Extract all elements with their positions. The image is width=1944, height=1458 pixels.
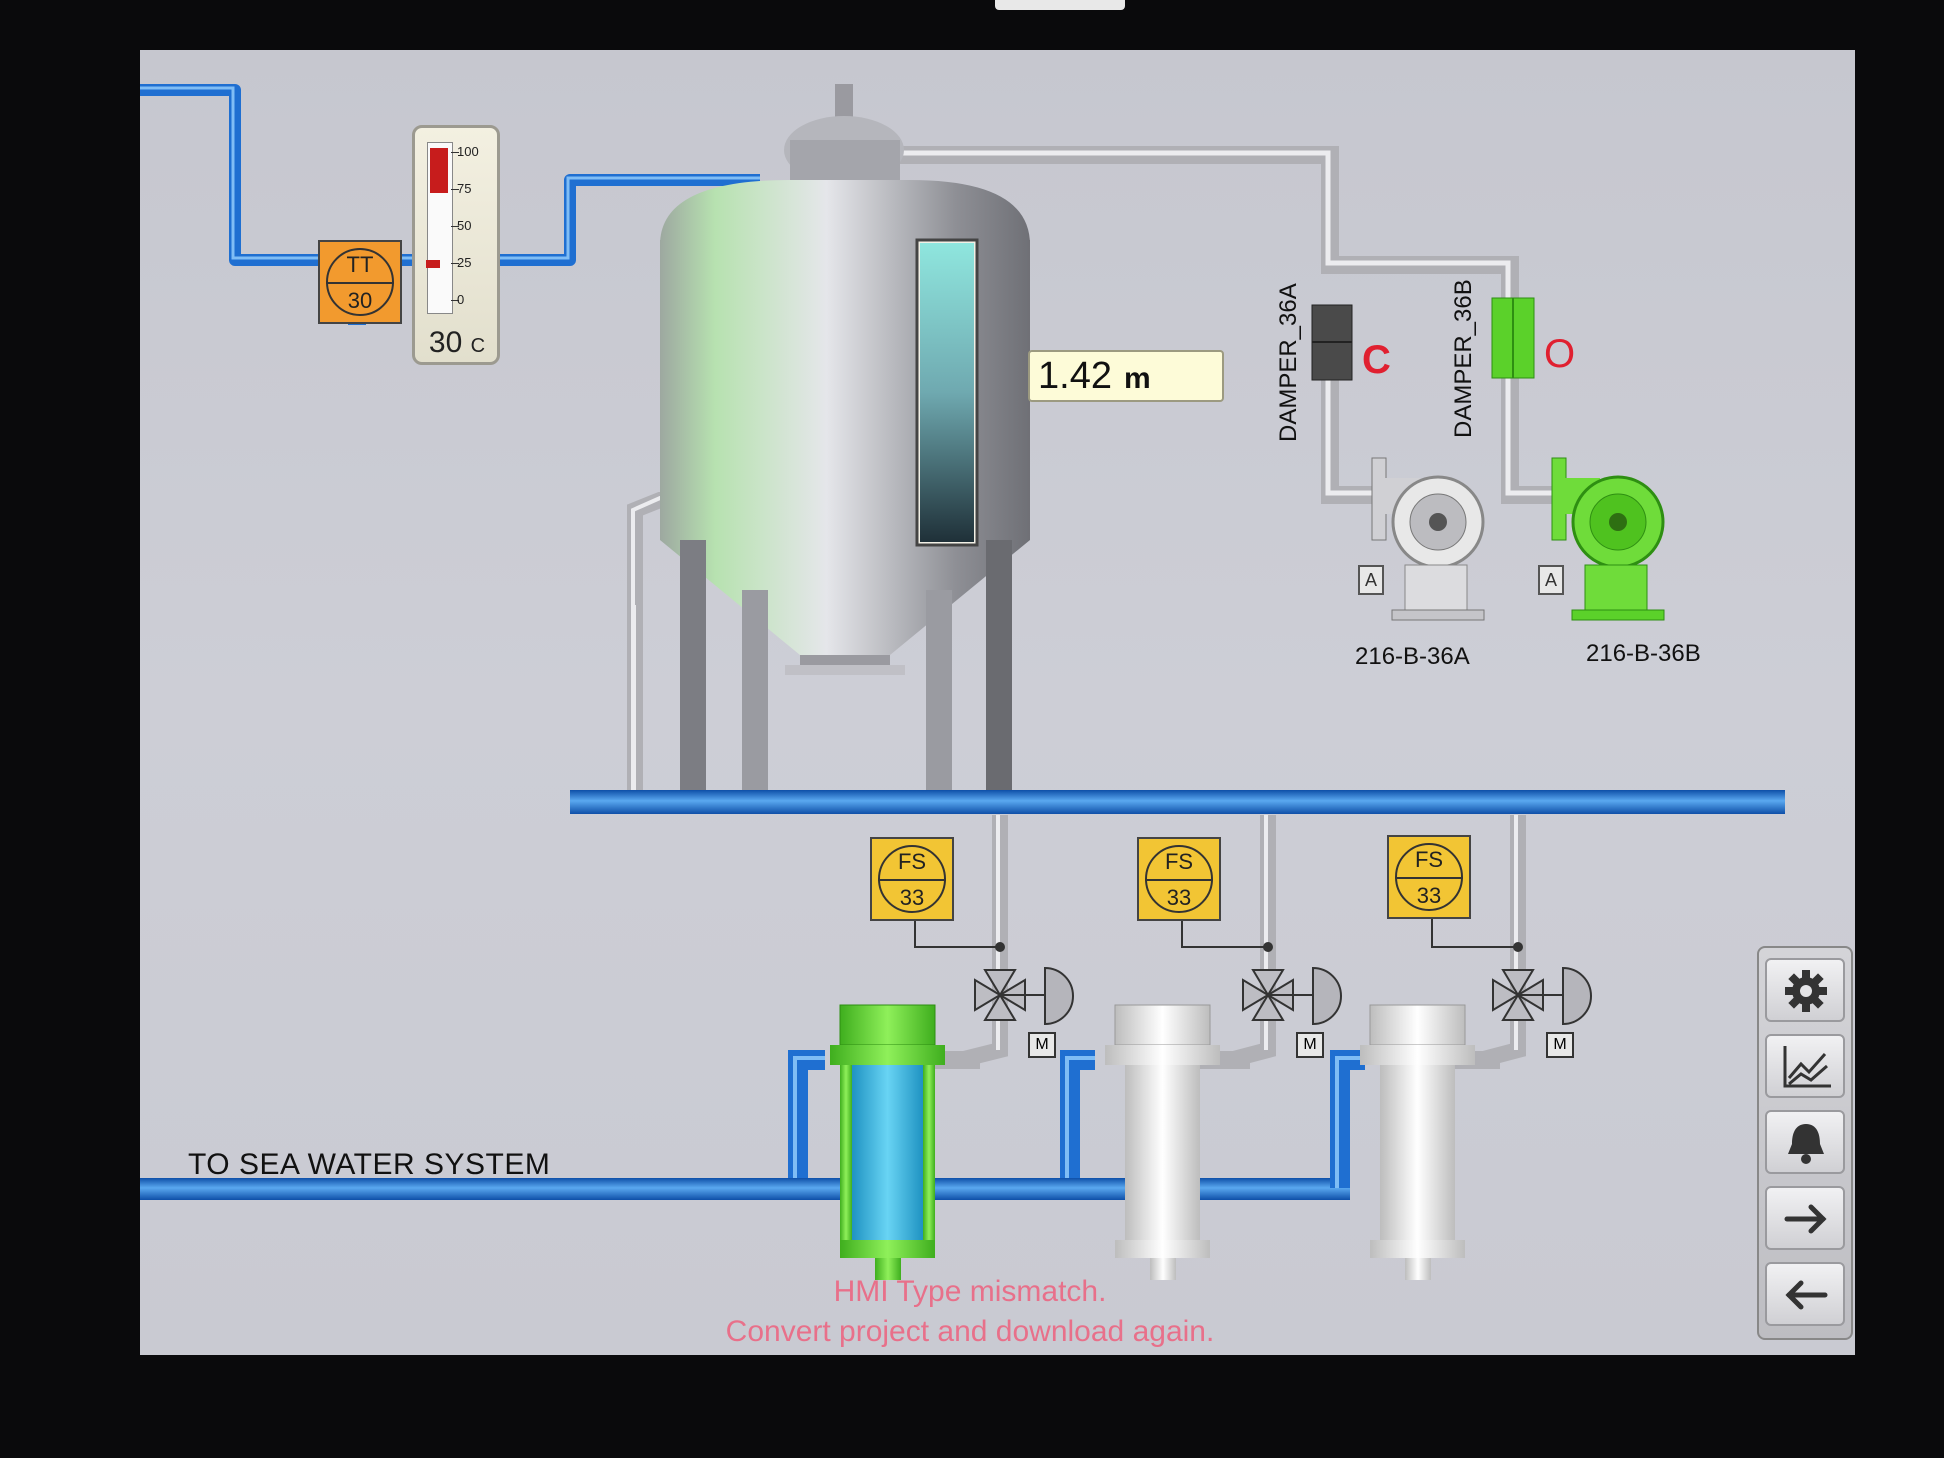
side-menu: [1757, 946, 1853, 1340]
filter-1-button[interactable]: [830, 1005, 945, 1280]
tag-divider: [326, 282, 394, 284]
filter-1: [830, 1004, 945, 1280]
fs-33-tag-2[interactable]: FS 33: [1137, 837, 1221, 921]
sea-water-label: TO SEA WATER SYSTEM: [188, 1148, 551, 1181]
valve-3: [1492, 966, 1592, 1026]
temperature-value: 30: [428, 326, 463, 359]
next-screen-button[interactable]: [1765, 1186, 1845, 1250]
hmi-screen: TT 30 100 75 50 25 0 30 C 1.42 m DAMPER_3…: [140, 50, 1855, 1355]
tag-bottom-text: 33: [899, 885, 925, 910]
temperature-reading: 30 C: [421, 326, 493, 360]
settings-button[interactable]: [1765, 958, 1845, 1022]
scale-label-0: 0: [457, 292, 465, 307]
pump-216-b-36a-button[interactable]: [1372, 458, 1484, 620]
damper-36a-label: DAMPER_36A: [1275, 283, 1302, 442]
bezel-notch: [995, 0, 1125, 10]
thermometer-gauge: 100 75 50 25 0 30 C: [412, 125, 500, 365]
fs-33-tag-3[interactable]: FS 33: [1387, 835, 1471, 919]
blue-header-pipe: [570, 790, 1785, 814]
scale-label-75: 75: [457, 181, 472, 196]
valve-1: [974, 966, 1074, 1026]
pump-36a-mode: A: [1358, 565, 1384, 595]
valve-1-button[interactable]: [972, 965, 1074, 1027]
tank-level-readout: 1.42 m: [1028, 350, 1224, 402]
valve-3-button[interactable]: [1490, 965, 1592, 1027]
scale-label-50: 50: [457, 218, 472, 233]
error-message-line1: HMI Type mismatch.: [833, 1275, 1107, 1308]
pump-216-b-36b-drawing: [1551, 457, 1665, 621]
thermometer-marker: [426, 260, 440, 268]
scale-label-25: 25: [457, 255, 472, 270]
valve-2-button[interactable]: [1240, 965, 1342, 1027]
thermometer-high-band: [430, 148, 448, 193]
alarms-button[interactable]: [1765, 1110, 1845, 1174]
bell-icon: [1788, 1124, 1824, 1164]
process-diagram: [140, 84, 1785, 1280]
damper-36b-button[interactable]: [1492, 298, 1534, 378]
pump-36b-mode: A: [1538, 565, 1564, 595]
tag-divider: [878, 879, 946, 881]
trend-button[interactable]: [1765, 1034, 1845, 1098]
damper-36b-label: DAMPER_36B: [1450, 279, 1477, 438]
tag-divider: [1395, 877, 1463, 879]
blue-pipe-inlet: [140, 84, 760, 266]
tag-top-text: FS: [1414, 847, 1444, 872]
temperature-unit: C: [470, 335, 486, 357]
filter-3-button[interactable]: [1360, 1005, 1475, 1280]
trend-icon: [1783, 1046, 1831, 1088]
tag-bottom-text: 33: [1416, 883, 1442, 908]
arrow-right-icon: [1784, 1204, 1827, 1234]
pump-216-b-36a-drawing: [1371, 457, 1485, 621]
pump-216-b-36b-button[interactable]: [1552, 458, 1664, 620]
tank-level-fill: [920, 243, 974, 542]
filter-2: [1105, 1004, 1220, 1280]
tag-bottom-text: 33: [1166, 885, 1192, 910]
pump-36a-id: 216-B-36A: [1355, 643, 1470, 670]
gear-icon: [1785, 970, 1827, 1012]
scale-label-100: 100: [457, 144, 479, 159]
tag-top-text: FS: [1164, 849, 1194, 874]
tank-level-unit: m: [1123, 362, 1151, 395]
tag-bottom-text: 30: [347, 288, 373, 313]
pump-36b-id: 216-B-36B: [1586, 640, 1701, 667]
damper-36a-button[interactable]: [1312, 305, 1352, 380]
fs-33-tag-1[interactable]: FS 33: [870, 837, 954, 921]
tag-divider: [1145, 879, 1213, 881]
tag-top-text: TT: [346, 252, 374, 277]
damper-36a-state: C: [1362, 338, 1391, 382]
tag-top-text: FS: [897, 849, 927, 874]
valve-2: [1242, 966, 1342, 1026]
damper-36b-state: O: [1544, 332, 1576, 376]
valve-1-mode: M: [1028, 1032, 1056, 1058]
arrow-left-icon: [1785, 1280, 1828, 1310]
error-message-line2: Convert project and download again.: [725, 1315, 1215, 1348]
filter-2-button[interactable]: [1105, 1005, 1220, 1280]
sea-water-pipe: [140, 1178, 1350, 1200]
valve-2-mode: M: [1296, 1032, 1324, 1058]
valve-3-mode: M: [1546, 1032, 1574, 1058]
tank-drawing: [660, 84, 1030, 810]
tt-30-tag[interactable]: TT 30: [318, 240, 402, 324]
previous-screen-button[interactable]: [1765, 1262, 1845, 1326]
filter-3: [1360, 1004, 1475, 1280]
tank-level-value: 1.42: [1038, 355, 1112, 397]
